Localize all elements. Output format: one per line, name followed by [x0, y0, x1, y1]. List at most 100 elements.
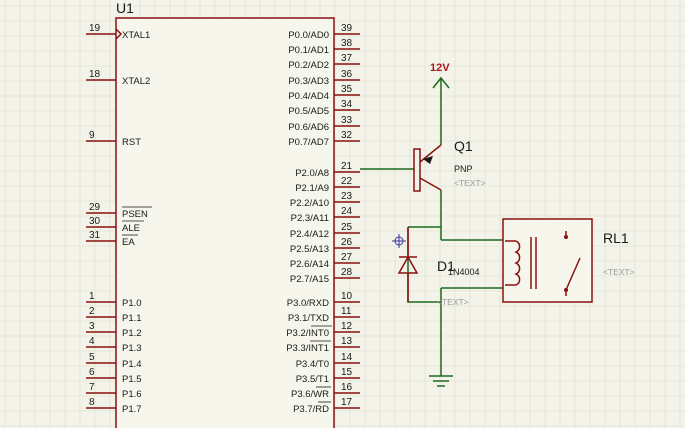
- u1-pin-name: P3.7/RD: [293, 404, 329, 415]
- u1-pin-name: P3.5/T1: [296, 374, 329, 385]
- u1-pin-name: P1.1: [122, 313, 142, 324]
- u1-pin-name: P0.7/AD7: [288, 137, 329, 148]
- u1-pin-number: 33: [341, 115, 353, 126]
- u1-pin-number: 25: [341, 222, 353, 233]
- u1-pin-5[interactable]: 5P1.4: [86, 352, 142, 370]
- rl1-coil-icon: [514, 240, 521, 286]
- u1-pin-number: 10: [341, 291, 353, 302]
- u1-pin-name: P0.1/AD1: [288, 45, 329, 56]
- power-terminal-12v[interactable]: 12V: [430, 62, 450, 99]
- u1-pin-1[interactable]: 1P1.0: [86, 291, 142, 309]
- u1-pin-number: 24: [341, 206, 353, 217]
- u1-pin-number: 34: [341, 99, 353, 110]
- crosshair-icon: [392, 234, 406, 248]
- rl1-relay[interactable]: RL1 <TEXT>: [502, 218, 635, 303]
- u1-pin-number: 6: [89, 367, 95, 378]
- u1-pin-number: 21: [341, 161, 353, 172]
- u1-pin-7[interactable]: 7P1.6: [86, 382, 142, 400]
- u1-pin-number: 2: [89, 306, 95, 317]
- rl1-body: [502, 218, 593, 303]
- u1-pin-name: P1.3: [122, 343, 142, 354]
- u1-pin-name: P0.6/AD6: [288, 122, 329, 133]
- u1-pin-number: 8: [89, 397, 95, 408]
- u1-pin-3[interactable]: 3P1.2: [86, 321, 142, 339]
- q1-value-label: PNP: [454, 164, 473, 174]
- q1-base-bar: [413, 148, 421, 192]
- u1-pin-name: XTAL1: [122, 30, 150, 41]
- u1-pin-name: ALE: [122, 223, 140, 234]
- d1-value-label: 1N4004: [448, 267, 480, 277]
- u1-pin-number: 16: [341, 382, 353, 393]
- u1-pin-2[interactable]: 2P1.1: [86, 306, 142, 324]
- u1-pin-number: 28: [341, 267, 353, 278]
- u1-pin-6[interactable]: 6P1.5: [86, 367, 142, 385]
- u1-pin-name: P0.5/AD5: [288, 106, 329, 117]
- u1-pin-name: P2.5/A13: [290, 244, 329, 255]
- u1-microcontroller[interactable]: U1 19XTAL118XTAL29RST29PSEN30ALE31EA1P1.…: [86, 0, 360, 428]
- u1-pin-name: P3.0/RXD: [287, 298, 329, 309]
- u1-pin-number: 23: [341, 191, 353, 202]
- u1-pin-number: 17: [341, 397, 353, 408]
- u1-pin-name: P1.4: [122, 359, 142, 370]
- u1-pin-number: 35: [341, 84, 353, 95]
- u1-pin-name: P3.1/TXD: [288, 313, 329, 324]
- ground-symbol[interactable]: [429, 375, 453, 387]
- u1-pin-name: P3.2/INT0: [286, 328, 329, 339]
- u1-pin-number: 19: [89, 23, 101, 34]
- u1-pin-number: 37: [341, 53, 353, 64]
- q1-collector-lead: [419, 177, 442, 191]
- u1-pin-name: P3.6/WR: [291, 389, 329, 400]
- d1-text-placeholder: <TEXT>: [437, 297, 469, 307]
- u1-pin-name: XTAL2: [122, 76, 150, 87]
- u1-pin-name: P1.5: [122, 374, 142, 385]
- u1-pin-number: 36: [341, 69, 353, 80]
- u1-pin-number: 1: [89, 291, 95, 302]
- u1-body: [115, 17, 335, 428]
- q1-text-placeholder: <TEXT>: [454, 178, 486, 188]
- u1-pin-number: 27: [341, 252, 353, 263]
- q1-emitter-arrow-icon: [423, 156, 433, 164]
- u1-pin-number: 31: [89, 230, 101, 241]
- u1-pin-number: 15: [341, 367, 353, 378]
- u1-pin-number: 9: [89, 130, 95, 141]
- d1-reference-label: D1: [437, 258, 455, 274]
- u1-pin-number: 12: [341, 321, 353, 332]
- d1-diode[interactable]: D1 1N4004 <TEXT>: [397, 227, 480, 307]
- u1-pin-4[interactable]: 4P1.3: [86, 336, 142, 354]
- u1-pin-8[interactable]: 8P1.7: [86, 397, 142, 415]
- u1-pin-number: 38: [341, 38, 353, 49]
- u1-pin-name: EA: [122, 237, 135, 248]
- q1-transistor[interactable]: Q1 PNP <TEXT>: [413, 138, 486, 192]
